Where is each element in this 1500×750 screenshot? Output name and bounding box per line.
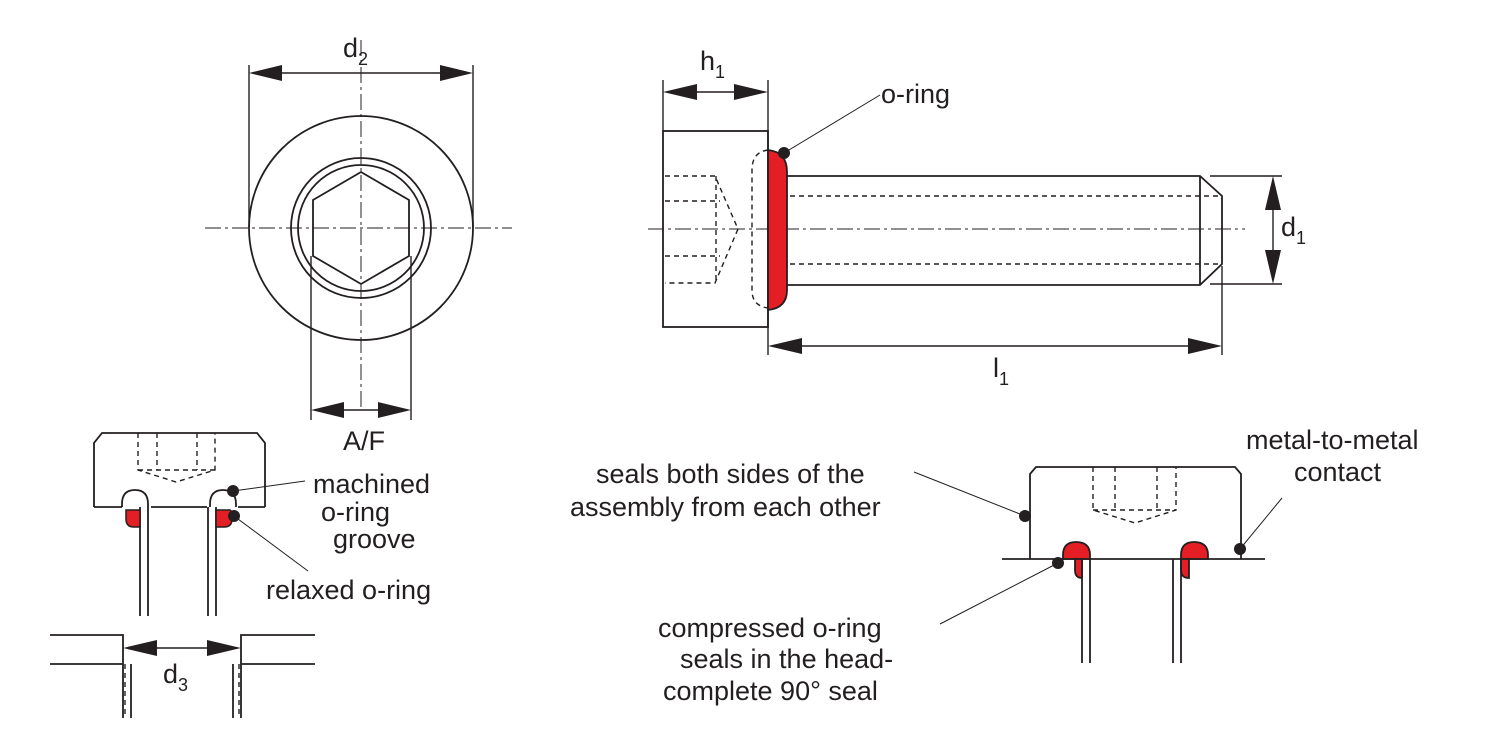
compressed-leader [939,562,1059,625]
head-counterbore-inner [297,164,425,292]
metal-label-2: contact [1294,457,1382,487]
d3-arrow-left [123,640,157,656]
h1-label: h1 [700,46,725,82]
groove-hidden [751,149,769,309]
metal-dot [1234,543,1246,555]
d1-label: d1 [1281,212,1306,248]
compressed-label-1: compressed o-ring [658,613,882,643]
seals-dot [1019,510,1031,522]
d2-label: d2 [343,33,368,69]
relaxed-groove-left [121,489,149,507]
hex-socket [312,170,410,286]
d3-label: d3 [163,659,188,695]
compressed-oring-right-top [1180,541,1209,560]
screw-shank [787,175,1223,286]
oring-dot [778,147,790,159]
head-counterbore-outer [290,157,432,299]
groove-leader [232,480,306,492]
compressed-label-2: seals in the head- [680,644,893,674]
relaxed-leader [233,515,309,572]
relaxed-oring-left [125,509,141,528]
relaxed-detail: machined o-ring groove relaxed o-ring [93,432,431,616]
h1-arrow-right [734,84,768,100]
d2-arrow-right [440,65,473,81]
relaxed-dot [228,510,240,522]
groove-dot [227,485,239,497]
seals-leader [913,471,1026,517]
oring-seal [767,148,788,312]
groove-label-1: machined [313,469,430,499]
hole-left-outline [50,634,124,718]
compressed-head [1029,466,1242,559]
side-view: h1 d1 l1 o-ring [648,46,1306,389]
metal-leader [1239,497,1283,550]
d1-arrow-top [1265,176,1281,210]
oring-leader [783,94,881,154]
seals-label-2: assembly from each other [570,492,881,522]
l1-arrow-right [1188,338,1222,354]
socket-hidden-outline [665,175,739,284]
relaxed-groove-right [209,489,237,507]
compressed-socket-hidden [1092,467,1177,524]
compressed-oring-left-top [1062,541,1091,560]
d3-arrow-right [207,640,241,656]
compressed-label-3: complete 90° seal [663,676,878,706]
af-arrow-right [378,402,411,418]
relaxed-label: relaxed o-ring [266,575,431,605]
top-view: d2 A/F [205,33,512,456]
af-arrow-left [311,402,344,418]
d1-arrow-bottom [1265,250,1281,284]
compressed-dot [1052,557,1064,569]
hole-detail: d3 [50,634,315,718]
hole-right-outline [240,634,315,718]
oring-label: o-ring [881,79,950,109]
metal-label-1: metal-to-metal [1246,425,1419,455]
relaxed-socket-hidden [137,433,216,483]
groove-label-3: groove [333,524,416,554]
h1-arrow-left [663,84,697,100]
compressed-detail: seals both sides of the assembly from ea… [570,425,1419,706]
compressed-oring-right-bottom [1180,558,1190,579]
groove-label-2: o-ring [321,497,390,527]
l1-arrow-left [768,338,802,354]
relaxed-head [93,432,266,507]
af-label: A/F [343,426,385,456]
d2-arrow-left [249,65,282,81]
compressed-oring-left-bottom [1074,558,1083,579]
seals-label-1: seals both sides of the [596,459,865,489]
l1-label: l1 [993,353,1009,389]
